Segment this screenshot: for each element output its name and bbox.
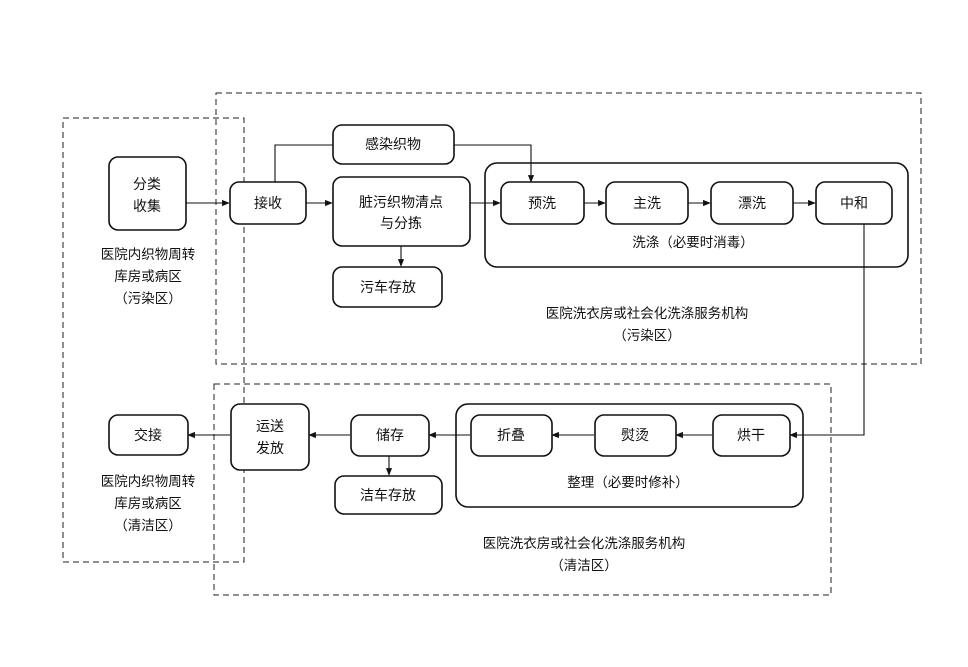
zone-laundry-clean-label: 医院洗衣房或社会化洗涤服务机构 （清洁区）: [483, 536, 686, 574]
zone-laundry-clean-boundary: [213, 383, 832, 596]
node-receive: 接收: [229, 181, 307, 225]
zone-ward-clean-line2: 库房或病区: [114, 496, 182, 512]
zone-ward-dirty-line2: 库房或病区: [114, 269, 182, 285]
zone-laundry-clean-line1: 医院洗衣房或社会化洗涤服务机构: [483, 536, 686, 552]
zone-laundry-clean-line2: （清洁区）: [550, 558, 618, 574]
node-sort-collect-line2: 收集: [133, 198, 161, 215]
node-deliver: 运送 发放: [230, 403, 310, 471]
node-mainwash-label: 主洗: [633, 196, 661, 212]
node-dry-label: 烘干: [737, 428, 765, 444]
node-dirty-cart: 污车存放: [332, 266, 443, 308]
zone-laundry-dirty-label: 医院洗衣房或社会化洗涤服务机构 （污染区）: [546, 306, 749, 344]
node-infected: 感染织物: [332, 124, 455, 165]
connectors: [186, 144, 865, 476]
node-receive-label: 接收: [254, 195, 282, 212]
node-rinse-label: 漂洗: [738, 196, 766, 212]
node-prewash: 预洗: [500, 181, 585, 225]
washing-group-label: 洗涤（必要时消毒）: [632, 235, 754, 251]
node-prewash-label: 预洗: [528, 196, 556, 212]
node-clean-cart: 洁车存放: [334, 475, 443, 515]
washing-group-box: [484, 162, 909, 268]
zone-laundry-dirty-line2: （污染区）: [613, 328, 681, 344]
node-sort-collect: 分类 收集: [108, 156, 187, 231]
node-iron-label: 熨烫: [621, 428, 649, 444]
zone-ward-boundary: [62, 117, 245, 563]
node-neutralize: 中和: [815, 181, 893, 225]
node-handover: 交接: [108, 414, 189, 456]
finishing-group-box: [455, 403, 804, 508]
zone-ward-dirty-label: 医院内织物周转 库房或病区 （污染区）: [101, 247, 196, 307]
node-mainwash: 主洗: [605, 181, 689, 225]
node-dirty-cart-label: 污车存放: [360, 279, 416, 296]
node-dirty-sort-line2: 与分拣: [380, 216, 422, 232]
node-deliver-line1: 运送: [256, 419, 284, 435]
node-fold-label: 折叠: [497, 428, 525, 444]
node-sort-collect-line1: 分类: [133, 177, 161, 193]
node-fold: 折叠: [470, 414, 553, 457]
node-rinse: 漂洗: [710, 181, 794, 225]
zone-ward-dirty-line3: （污染区）: [114, 291, 182, 307]
node-deliver-line2: 发放: [256, 441, 284, 457]
node-neutralize-label: 中和: [840, 196, 868, 212]
zone-ward-clean-label: 医院内织物周转 库房或病区 （清洁区）: [101, 474, 196, 534]
node-dry: 烘干: [712, 414, 791, 457]
node-handover-label: 交接: [134, 427, 162, 444]
node-dirty-sort: 脏污织物清点 与分拣: [332, 176, 471, 247]
node-infected-label: 感染织物: [365, 136, 421, 153]
node-store: 储存: [350, 414, 430, 457]
zone-laundry-dirty-line1: 医院洗衣房或社会化洗涤服务机构: [546, 306, 749, 322]
zone-laundry-dirty-boundary: [215, 92, 922, 365]
finishing-group-label: 整理（必要时修补）: [567, 475, 689, 491]
node-dirty-sort-line1: 脏污织物清点: [359, 195, 443, 211]
zone-ward-clean-line1: 医院内织物周转: [101, 474, 196, 490]
zone-ward-clean-line3: （清洁区）: [114, 518, 182, 534]
node-iron: 熨烫: [594, 414, 677, 457]
node-store-label: 储存: [376, 428, 404, 444]
zone-ward-dirty-line1: 医院内织物周转: [101, 247, 196, 263]
node-clean-cart-label: 洁车存放: [360, 487, 416, 504]
